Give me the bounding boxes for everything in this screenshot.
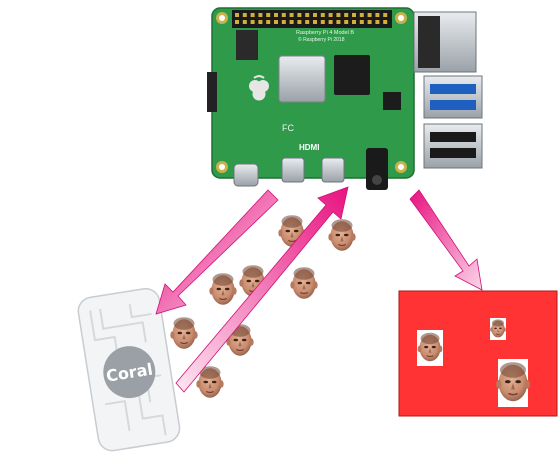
usb-c-power-port (233, 163, 259, 187)
board-copyright-text: © Raspberry Pi 2018 (298, 36, 345, 43)
gpio-pin (289, 13, 294, 17)
gpio-pin (359, 20, 364, 24)
gpio-pin (235, 20, 239, 24)
gpio-pin (297, 20, 302, 24)
gpio-pin (313, 13, 317, 17)
board-model-text: Raspberry Pi 4 Model B (296, 30, 354, 36)
gpio-pin (328, 13, 333, 17)
raspberry-logo-icon (249, 75, 269, 101)
coral-logo-badge (103, 346, 156, 399)
gpio-pin (235, 13, 239, 17)
gpio-pin (344, 13, 349, 17)
coral-usb-accelerator: Coral (77, 287, 181, 452)
gpio-pin (320, 20, 325, 24)
face-thumbnail (208, 272, 238, 306)
fc-mark-icon: FC (282, 123, 294, 133)
soc-chip (278, 55, 326, 103)
gpio-pin (242, 13, 247, 17)
gpio-pin (313, 20, 317, 24)
gpio-pin (305, 20, 310, 24)
gpio-pin (383, 20, 388, 24)
gpio-pin (266, 13, 271, 17)
gpio-pin (352, 20, 356, 24)
raspberry-pi-board: Raspberry Pi 4 Model B © Raspberry Pi 20… (207, 7, 483, 190)
gpio-pin (297, 13, 302, 17)
face-thumbnail (169, 316, 199, 350)
display-connector (207, 72, 217, 112)
usb3-port (423, 75, 483, 119)
gpio-pin (281, 20, 286, 24)
face-thumbnail (289, 266, 319, 300)
usb2-port (423, 123, 483, 169)
micro-hdmi-port-0 (281, 157, 305, 183)
gpio-pin (305, 13, 310, 17)
arrow-pi-to-coral (155, 189, 279, 315)
gpio-pin (359, 13, 364, 17)
gpio-pin (258, 13, 263, 17)
gpio-pin (375, 20, 380, 24)
gpio-pin (383, 13, 388, 17)
audio-jack (366, 148, 388, 190)
gpio-pin (352, 13, 356, 17)
arrow-faces-to-pi (175, 186, 349, 393)
gpio-pin (344, 20, 349, 24)
gpio-pin (328, 20, 333, 24)
ethernet-port (413, 11, 477, 73)
gpio-pin (242, 20, 247, 24)
gpio-pin (367, 20, 372, 24)
usb-controller-chip (383, 92, 401, 110)
gpio-pin (250, 20, 255, 24)
gpio-pin (367, 13, 372, 17)
wireless-module (236, 30, 258, 60)
gpio-pin (336, 20, 341, 24)
gpio-header (232, 10, 392, 28)
ram-chip (334, 55, 370, 95)
gpio-pin (250, 13, 255, 17)
micro-hdmi-port-1 (321, 157, 345, 183)
gpio-pin (274, 13, 278, 17)
face-thumbnail (327, 218, 357, 252)
gpio-pin (375, 13, 380, 17)
arrow-pi-to-output (409, 189, 483, 291)
gpio-pin (320, 13, 325, 17)
gpio-pin (266, 20, 271, 24)
gpio-pin (281, 13, 286, 17)
gpio-pin (289, 20, 294, 24)
gpio-pin (336, 13, 341, 17)
gpio-pin (274, 20, 278, 24)
gpio-pin (258, 20, 263, 24)
output-detection-image (398, 290, 558, 417)
hdmi-label: HDMI (299, 143, 319, 152)
